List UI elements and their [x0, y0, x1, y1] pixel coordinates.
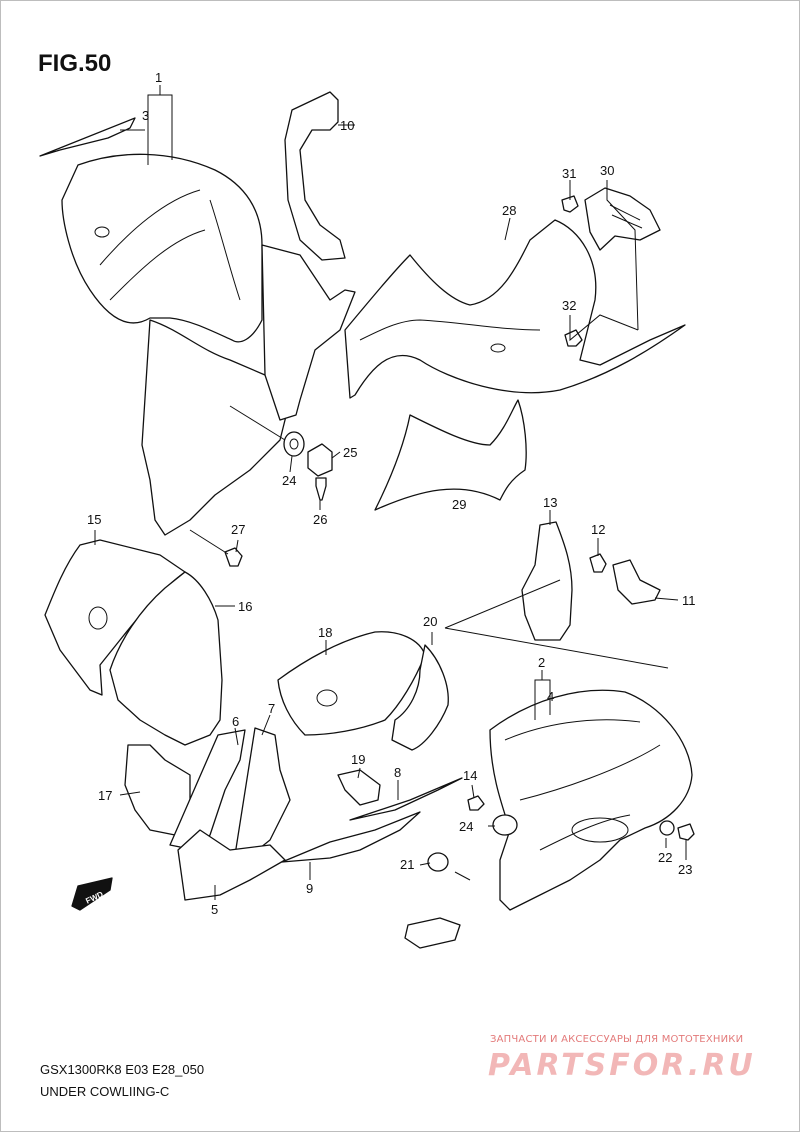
callout-15: 15 — [87, 512, 101, 527]
section-name: UNDER COWLIING-C — [40, 1084, 170, 1099]
part-26-screw — [315, 477, 327, 501]
part-1-mount-hole — [94, 226, 110, 238]
part-24-grommet-upper — [283, 431, 305, 457]
callout-9: 9 — [306, 881, 313, 896]
part-27-screw — [224, 547, 243, 567]
callout-29: 29 — [452, 497, 466, 512]
part-6-seal — [169, 729, 246, 851]
callout-11: 11 — [682, 593, 696, 608]
part-24-grommet-lower — [492, 814, 518, 836]
callout-30: 30 — [600, 163, 614, 178]
callout-18: 18 — [318, 625, 332, 640]
callout-31: 31 — [562, 166, 576, 181]
part-12-screw — [589, 553, 607, 573]
part-20-trim — [391, 644, 449, 751]
callout-22: 22 — [658, 850, 672, 865]
part-29-pad — [374, 399, 527, 511]
part-22-washer — [659, 820, 675, 836]
part-5-shield — [177, 829, 286, 901]
callout-20: 20 — [423, 614, 437, 629]
part-2-vent — [571, 817, 629, 843]
callout-1: 1 — [155, 70, 162, 85]
callout-24-lower: 24 — [459, 819, 473, 834]
callout-25: 25 — [343, 445, 357, 460]
part-24-grommet-upper-hole — [289, 438, 299, 450]
part-16-inner-panel — [109, 571, 223, 746]
part-21-grommet — [427, 852, 449, 872]
callout-14: 14 — [463, 768, 477, 783]
callout-16: 16 — [238, 599, 252, 614]
part-7-seal — [234, 727, 291, 861]
callout-13: 13 — [543, 495, 557, 510]
callout-7: 7 — [268, 701, 275, 716]
part-23-screw — [677, 823, 695, 841]
part-1-inner-contour — [99, 189, 241, 301]
part-18-panel — [277, 631, 426, 736]
part-11-bracket — [612, 559, 661, 605]
part-28-hole — [490, 343, 506, 353]
part-8-strip — [349, 777, 463, 821]
callout-2: 2 — [538, 655, 545, 670]
callouts: 1 3 10 28 31 30 32 25 24 26 29 27 15 16 … — [87, 70, 696, 917]
watermark-caption: ЗАПЧАСТИ И АКСЕССУАРЫ ДЛЯ МОТОТЕХНИКИ — [490, 1034, 744, 1045]
leader-lines — [94, 85, 687, 900]
callout-24-upper: 24 — [282, 473, 296, 488]
part-1-lower-tab — [141, 319, 291, 536]
figure-title: FIG.50 — [38, 50, 112, 77]
callout-21: 21 — [400, 857, 414, 872]
part-28-edge — [359, 319, 541, 341]
callout-12: 12 — [591, 522, 605, 537]
callout-5: 5 — [211, 902, 218, 917]
callout-27: 27 — [231, 522, 245, 537]
part-13-bracket — [521, 521, 573, 641]
part-1-flange — [261, 244, 356, 421]
part-18-hole — [316, 689, 338, 707]
callout-4: 4 — [547, 689, 554, 704]
fwd-direction-arrow: FWD — [71, 877, 113, 911]
callout-6: 6 — [232, 714, 239, 729]
part-3-trim-strip — [39, 117, 136, 157]
callout-23: 23 — [678, 862, 692, 877]
part-14-screw — [467, 795, 485, 811]
watermark-logo: PARTSFOR.RU — [488, 1048, 756, 1083]
callout-26: 26 — [313, 512, 327, 527]
part-2-mount-tab — [404, 917, 461, 949]
part-25-nut — [307, 443, 333, 477]
callout-3: 3 — [142, 108, 149, 123]
callout-10: 10 — [340, 118, 354, 133]
callout-17: 17 — [98, 788, 112, 803]
part-15-hole — [88, 606, 108, 630]
part-30-mount-bracket — [584, 187, 661, 251]
part-28-right-under-cowling — [344, 219, 686, 399]
callout-32: 32 — [562, 298, 576, 313]
part-4-inner-trim — [504, 719, 661, 851]
callout-19: 19 — [351, 752, 365, 767]
part-2-right-lower-cowling — [489, 689, 693, 911]
model-code: GSX1300RK8 E03 E28_050 — [40, 1062, 205, 1077]
part-31-screw — [561, 195, 579, 213]
part-9-strip — [281, 811, 421, 863]
callout-28: 28 — [502, 203, 516, 218]
callout-8: 8 — [394, 765, 401, 780]
part-1-left-under-cowling — [61, 153, 263, 343]
part-10-bracket — [284, 91, 346, 261]
